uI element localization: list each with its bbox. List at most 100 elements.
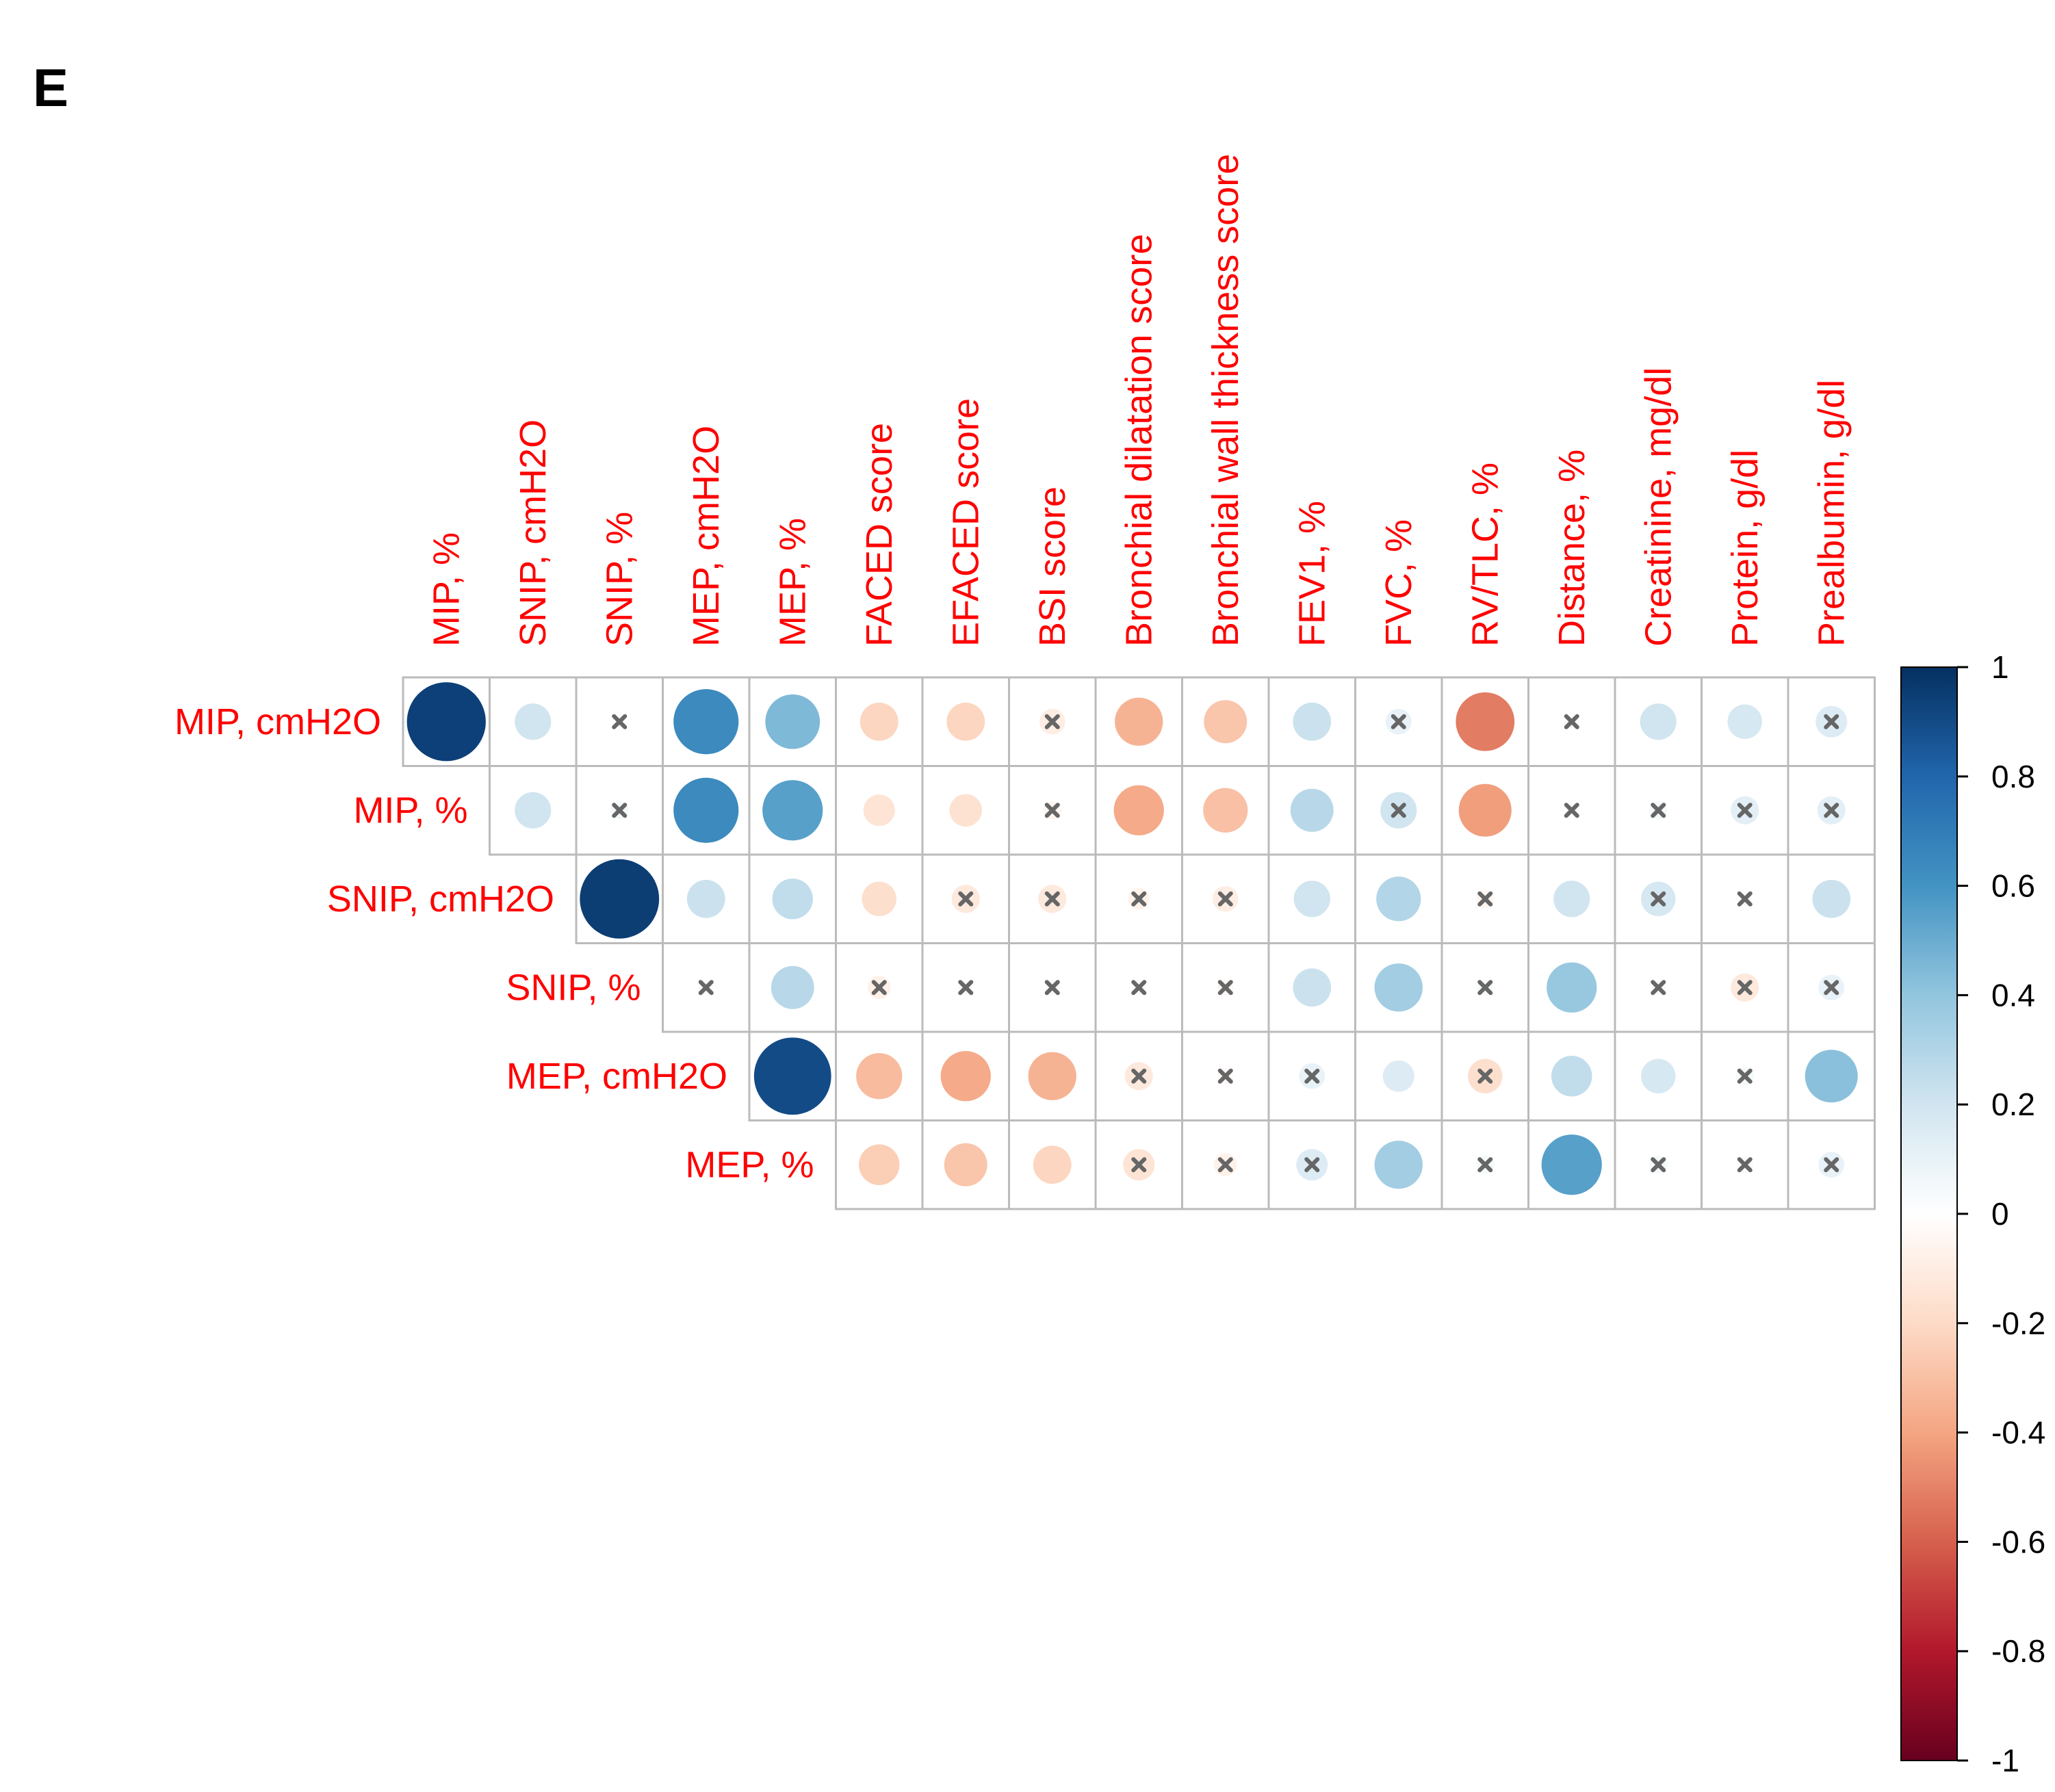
not-significant-cross-icon	[1737, 980, 1753, 996]
correlation-circle	[1028, 1052, 1076, 1100]
column-label: MEP, %	[772, 518, 813, 647]
column-label: BSI score	[1032, 486, 1073, 647]
not-significant-cross-icon	[1304, 1068, 1320, 1084]
correlation-circle	[762, 780, 823, 841]
not-significant-cross-icon	[958, 980, 974, 996]
correlation-circle	[1551, 1056, 1592, 1097]
not-significant-cross-icon	[1131, 980, 1147, 996]
correlation-circle	[771, 965, 814, 1009]
panel-label: E	[33, 57, 68, 118]
not-significant-cross-icon	[1217, 891, 1233, 907]
correlation-circle	[856, 1053, 903, 1100]
not-significant-cross-icon	[1651, 803, 1666, 818]
row-label: SNIP, cmH2O	[327, 879, 554, 920]
not-significant-cross-icon	[1477, 1068, 1493, 1084]
not-significant-cross-icon	[1651, 891, 1666, 907]
not-significant-cross-icon	[1304, 1157, 1320, 1173]
correlation-circle	[1293, 702, 1332, 741]
correlation-circle	[1204, 700, 1248, 744]
correlation-circle	[1115, 697, 1163, 746]
correlation-circle	[1553, 881, 1590, 918]
grid-cell	[1008, 676, 1097, 767]
not-significant-cross-icon	[1824, 803, 1839, 818]
correlation-circle	[1805, 1050, 1858, 1103]
correlation-circle	[1641, 1059, 1676, 1093]
not-significant-cross-icon	[1217, 1068, 1233, 1084]
not-significant-cross-icon	[1391, 714, 1406, 729]
row-label: SNIP, %	[506, 967, 641, 1008]
correlation-circle	[1382, 1060, 1414, 1092]
column-label: FEV1, %	[1291, 501, 1332, 647]
not-significant-cross-icon	[958, 891, 974, 907]
correlation-circle	[1458, 783, 1512, 837]
not-significant-cross-icon	[698, 980, 714, 996]
correlation-circle	[859, 1144, 900, 1185]
marks-layer	[406, 682, 1858, 1195]
correlation-circle	[1203, 788, 1248, 833]
colorbar-tick-label: 0.8	[1991, 759, 2035, 794]
not-significant-cross-icon	[1737, 803, 1753, 818]
not-significant-cross-icon	[871, 980, 887, 996]
column-label: Creatinine, mg/dl	[1638, 367, 1679, 647]
correlation-circle	[1812, 879, 1851, 918]
column-label: RV/TLC, %	[1464, 463, 1505, 647]
not-significant-cross-icon	[1824, 980, 1839, 996]
column-label: Protein, g/dl	[1724, 450, 1766, 647]
correlation-circle	[862, 881, 896, 916]
correlation-circle	[686, 879, 725, 918]
grid-cell	[835, 765, 924, 856]
not-significant-cross-icon	[1737, 1068, 1753, 1084]
not-significant-cross-icon	[1131, 1068, 1147, 1084]
not-significant-cross-icon	[1217, 1157, 1233, 1173]
not-significant-cross-icon	[612, 714, 628, 729]
column-label: Bronchial wall thickness score	[1205, 154, 1246, 647]
colorbar-tick-label: 1	[1991, 649, 2009, 685]
not-significant-cross-icon	[1651, 980, 1666, 996]
correlation-circle	[1541, 1134, 1602, 1195]
not-significant-cross-icon	[1737, 891, 1753, 907]
correlation-circle	[1293, 968, 1332, 1007]
column-label: SNIP, cmH2O	[513, 419, 554, 647]
not-significant-cross-icon	[1477, 1157, 1493, 1173]
column-label: Distance, %	[1551, 450, 1592, 647]
not-significant-cross-icon	[1131, 891, 1147, 907]
column-label: SNIP, %	[599, 512, 640, 647]
not-significant-cross-icon	[1651, 1157, 1666, 1173]
correlation-circle	[946, 702, 985, 741]
colorbar-tick-label: 0.6	[1991, 868, 2035, 904]
correlation-circle	[673, 689, 739, 755]
correlation-circle	[1290, 788, 1334, 832]
column-label: FVC, %	[1378, 519, 1419, 647]
grid-cell	[1008, 853, 1097, 944]
row-label: MIP, cmH2O	[175, 701, 381, 742]
row-label: MEP, %	[685, 1144, 814, 1185]
not-significant-cross-icon	[1044, 980, 1060, 996]
correlation-circle	[753, 1037, 831, 1115]
column-label: MEP, cmH2O	[686, 426, 727, 647]
colorbar-tick-label: -0.4	[1991, 1415, 2045, 1451]
colorbar-tick-label: -0.2	[1991, 1306, 2045, 1341]
correlation-circle	[580, 859, 660, 939]
correlation-circle	[1547, 962, 1597, 1013]
correlation-circle	[515, 703, 552, 740]
correlation-circle	[1376, 876, 1421, 922]
not-significant-cross-icon	[1824, 1157, 1839, 1173]
row-label: MEP, cmH2O	[506, 1056, 727, 1097]
colorbar-gradient	[1900, 666, 1958, 1761]
correlation-circle	[772, 879, 813, 920]
colorbar-tick-label: -0.6	[1991, 1524, 2045, 1559]
not-significant-cross-icon	[1737, 1157, 1753, 1173]
not-significant-cross-icon	[1477, 980, 1493, 996]
not-significant-cross-icon	[1824, 714, 1839, 729]
correlation-circle	[940, 1051, 991, 1102]
correlation-circle	[1374, 1141, 1423, 1189]
not-significant-cross-icon	[1391, 803, 1406, 818]
not-significant-cross-icon	[1217, 980, 1233, 996]
colorbar: 10.80.60.40.20-0.2-0.4-0.6-0.8-1	[1900, 649, 2045, 1778]
grid-cell	[1527, 676, 1616, 767]
colorbar-tick-label: 0	[1991, 1196, 2009, 1232]
correlation-circle	[765, 694, 820, 749]
correlation-circle	[1374, 963, 1423, 1012]
colorbar-tick-label: 0.4	[1991, 977, 2035, 1013]
